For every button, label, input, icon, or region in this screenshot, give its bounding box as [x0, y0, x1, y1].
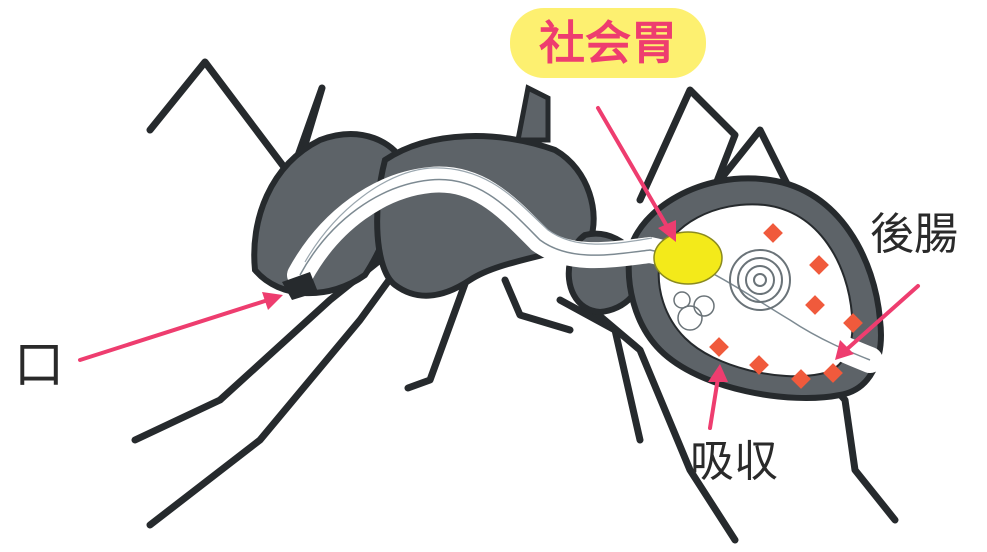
label-social-stomach-text: 社会胃 — [539, 20, 677, 66]
label-mouth: 口 — [14, 340, 64, 390]
arrow-social-stomach — [598, 108, 676, 242]
label-absorption: 吸収 — [690, 440, 778, 484]
label-social-stomach: 社会胃 — [510, 8, 706, 78]
crop-social-stomach — [654, 232, 722, 284]
arrow-mouth — [80, 292, 283, 360]
thorax — [377, 136, 594, 296]
label-hindgut: 後腸 — [870, 213, 958, 257]
thorax-spine — [518, 88, 548, 140]
